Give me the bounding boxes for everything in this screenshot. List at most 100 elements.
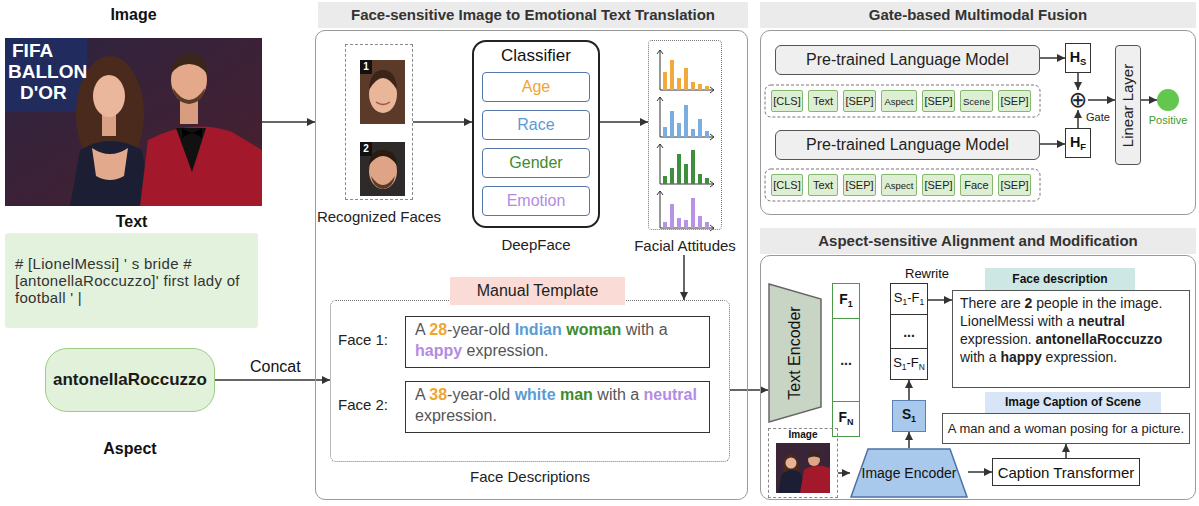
token-box: Scene — [960, 90, 993, 112]
text-area: Text Encoder — [768, 283, 822, 423]
box-text: N — [847, 417, 853, 427]
linear-layer-box: Linear Layer — [1115, 45, 1141, 165]
face-sentence: Face 2:A 38-year-old white man with a ne… — [338, 381, 710, 433]
arrow-connector — [968, 471, 992, 473]
box-text: with a — [597, 386, 639, 403]
token-box: [SEP] — [843, 174, 876, 196]
aspect-box: AspectantonellaRoccuzzo — [45, 348, 215, 412]
box-text: -F — [907, 290, 919, 305]
arrow-connector — [908, 432, 910, 448]
arrow-connector — [1040, 57, 1065, 59]
arrow-connector — [1065, 444, 1067, 458]
text-area: A man and a woman posing for a picture. — [942, 413, 1190, 444]
face-sentence: Face 1:A 28-year-old Indian woman with a… — [338, 316, 710, 368]
face-crop-image-part — [360, 60, 405, 124]
text-area: Pre-trained Language Model — [775, 130, 1040, 160]
text-area: Aspect — [881, 90, 917, 112]
token-box: Text — [808, 174, 838, 196]
box-text: expression. — [467, 342, 549, 359]
photo-part — [5, 38, 87, 112]
box-text: expression. — [960, 331, 1032, 347]
text-area: antonellaRoccuzzo — [45, 348, 215, 412]
input-text-box: Text # [LionelMessi] ' s bride #[antonell… — [5, 213, 258, 328]
box-text: 1 — [902, 362, 907, 372]
text-area: A 28-year-old Indian woman with a happy … — [405, 316, 710, 368]
caption-label: DeepFace — [462, 236, 610, 253]
face-crop-image-part — [369, 70, 397, 90]
face-description-box: Face descriptionThere are 2 people in th… — [952, 266, 1190, 388]
face-crop-image — [360, 142, 405, 196]
caption-label: Face 1: — [338, 331, 404, 348]
photo-text: D'OR — [20, 82, 67, 103]
token-box: Aspect — [881, 90, 917, 112]
box-outline — [648, 40, 722, 230]
box-text: expression. — [1046, 349, 1118, 365]
caption-label: Image Caption of Scene — [985, 392, 1161, 413]
caption-label: Recognized Faces — [313, 208, 445, 225]
module-panel: Aspect-sensitive Alignment and Modificat… — [760, 228, 1196, 500]
token-box: [SEP] — [998, 174, 1031, 196]
box-text: Image Encoder — [862, 465, 957, 481]
box-text: # [LionelMessi] ' s bride #[antonellaRoc… — [15, 255, 248, 306]
attitude-bars-part — [663, 150, 709, 184]
similarity-column: ...S1-F1S1-FN — [890, 283, 928, 380]
trapezoid-shape — [769, 284, 821, 422]
token-box: Aspect — [881, 174, 917, 196]
photo-part — [140, 127, 262, 206]
text-area: S1-F1 — [890, 283, 928, 315]
face-crop: 1 — [360, 60, 405, 124]
box-outline — [345, 44, 413, 200]
box-text: antonellaRoccuzzo — [1035, 331, 1162, 347]
text-area: [SEP] — [998, 174, 1031, 196]
text-area: ⊕ — [1068, 90, 1088, 110]
caption-label: Facial Attitudes — [616, 237, 754, 254]
box-text: ... — [840, 352, 852, 368]
caption-label: Aspect — [45, 440, 215, 458]
box-text: F — [1080, 142, 1086, 152]
thumbnail-photo — [776, 443, 830, 493]
box-text: antonellaRoccuzzo — [53, 370, 207, 390]
box-text: A man and a woman posing for a picture. — [948, 421, 1184, 436]
photo-part — [70, 141, 152, 206]
box-text: [SEP] — [1000, 179, 1028, 191]
caption-label: 2 — [360, 142, 372, 156]
caption-label: Face 2: — [338, 396, 404, 413]
text-area: Caption Transformer — [992, 458, 1140, 486]
attitude-charts: Facial Attitudes — [648, 40, 722, 255]
feature-column: ... F1F N — [832, 283, 860, 437]
arrow-connector — [908, 380, 910, 400]
box-text: Aspect — [884, 180, 913, 191]
caption-label: Image — [768, 429, 838, 440]
box-text: S — [1080, 57, 1086, 67]
text-area: F1 — [832, 283, 860, 319]
token-box: [SEP] — [922, 174, 955, 196]
token-box: [SEP] — [998, 90, 1031, 112]
token-row-outline — [765, 85, 1040, 201]
photo-text: BALLON — [8, 61, 87, 82]
box-text: [CLS] — [773, 179, 801, 191]
thumbnail-photo-part — [808, 452, 820, 458]
box-text: Gender — [509, 154, 562, 172]
output-node: Positive — [1157, 89, 1179, 111]
box-text: with a — [960, 349, 997, 365]
text-encoder: Text Encoder — [768, 283, 822, 423]
box-text: F — [839, 292, 847, 307]
image-encoder: Image Encoder — [850, 448, 968, 498]
attribute-box: Race — [482, 110, 590, 140]
caption-label: Text — [5, 213, 258, 231]
trapezoid-shape — [851, 449, 967, 497]
similarity-box: S1-F1 — [890, 283, 928, 315]
text-area: Aspect — [881, 174, 917, 196]
box-text: A — [415, 386, 425, 403]
attitude-bar-chart — [657, 50, 714, 231]
text-area: Linear Layer — [1115, 45, 1141, 165]
box-text: Text — [813, 179, 833, 191]
arrow-connector — [413, 121, 472, 123]
box-text: 2 — [1025, 295, 1033, 311]
descriptions-group: Face DescriptionsFace 1:A 28-year-old In… — [330, 300, 730, 490]
box-text: Face — [964, 179, 988, 191]
text-area: [CLS] — [771, 90, 803, 112]
photo-part — [173, 88, 205, 104]
photo-part — [92, 148, 128, 180]
